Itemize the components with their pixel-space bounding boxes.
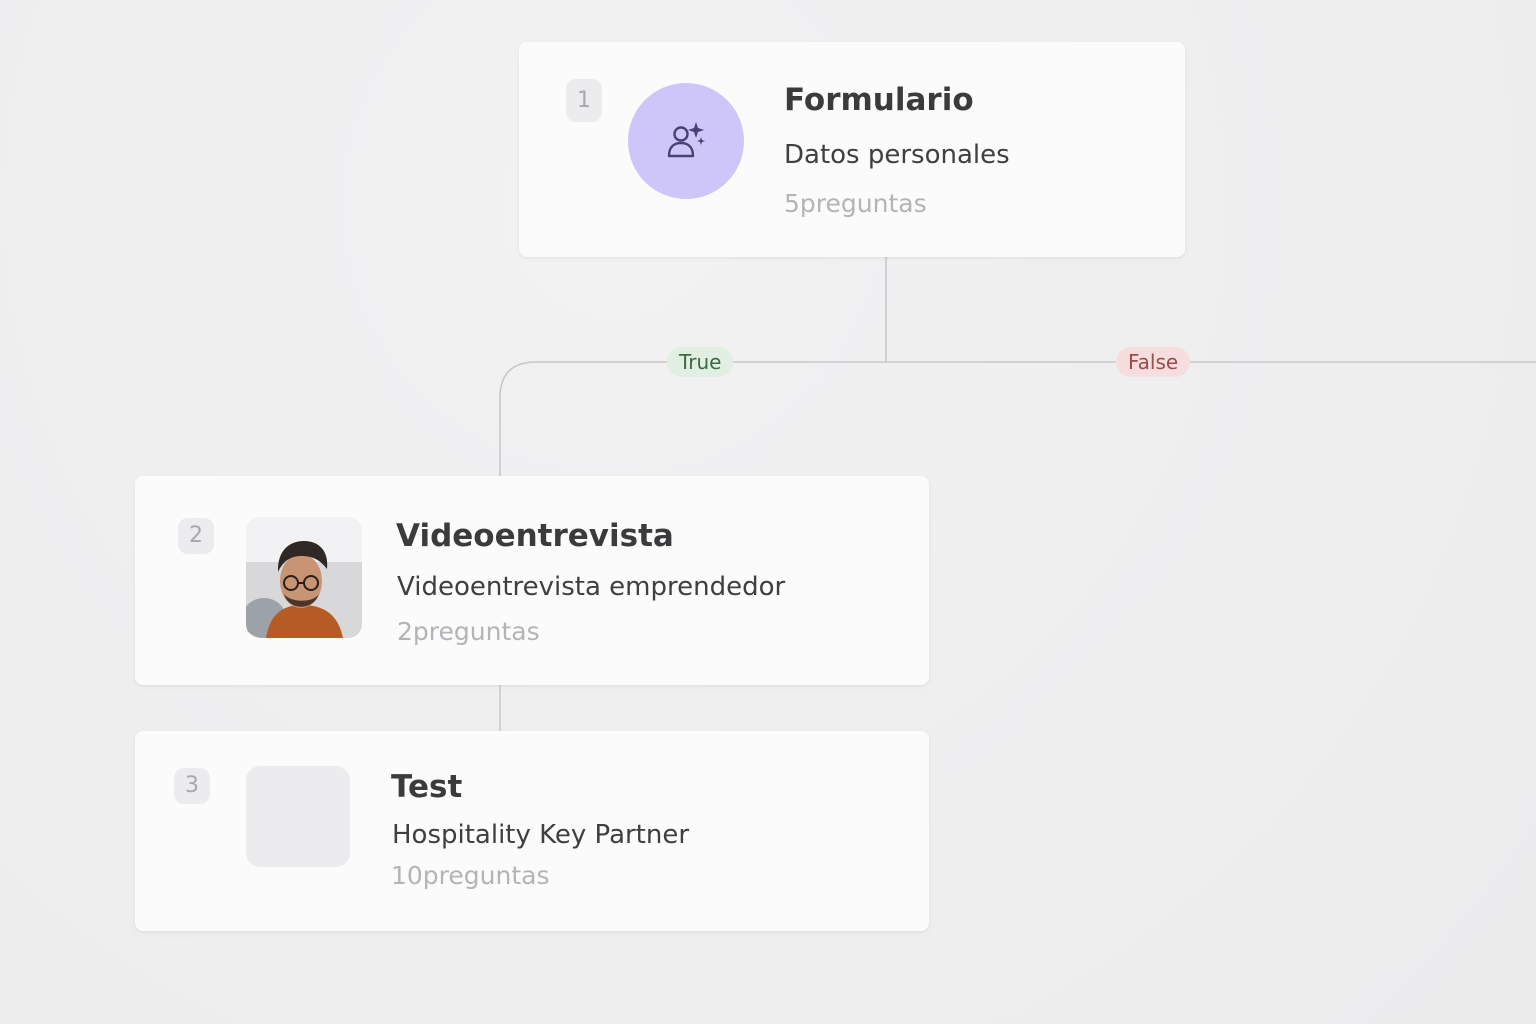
flow-step-videoentrevista[interactable]: 2 Videoentrevista Videoentrevista empren… <box>135 476 929 685</box>
step-subtitle: Datos personales <box>784 140 1010 170</box>
step-title: Formulario <box>784 82 974 118</box>
video-thumbnail <box>246 517 362 638</box>
blank-thumbnail <box>246 766 350 867</box>
step-number: 1 <box>566 79 602 122</box>
true-branch-badge[interactable]: True <box>667 347 734 377</box>
form-step-avatar <box>628 83 744 199</box>
flow-step-test[interactable]: 3 Test Hospitality Key Partner 10pregunt… <box>135 731 929 931</box>
step-question-count: 2preguntas <box>397 617 540 646</box>
step-question-count: 10preguntas <box>391 861 550 890</box>
step-title: Videoentrevista <box>396 518 674 554</box>
person-video-thumbnail <box>246 517 362 638</box>
step-subtitle: Hospitality Key Partner <box>392 820 690 850</box>
step-number: 3 <box>174 768 210 804</box>
step-question-count: 5preguntas <box>784 189 927 218</box>
step-title: Test <box>391 769 463 805</box>
false-branch-badge[interactable]: False <box>1116 347 1191 377</box>
flow-step-formulario[interactable]: 1 Formulario Datos personales 5preguntas <box>519 42 1185 257</box>
connector-true-branch <box>499 361 886 476</box>
step-number: 2 <box>178 518 214 554</box>
step-subtitle: Videoentrevista emprendedor <box>397 572 786 602</box>
user-sparkle-icon <box>667 122 705 158</box>
